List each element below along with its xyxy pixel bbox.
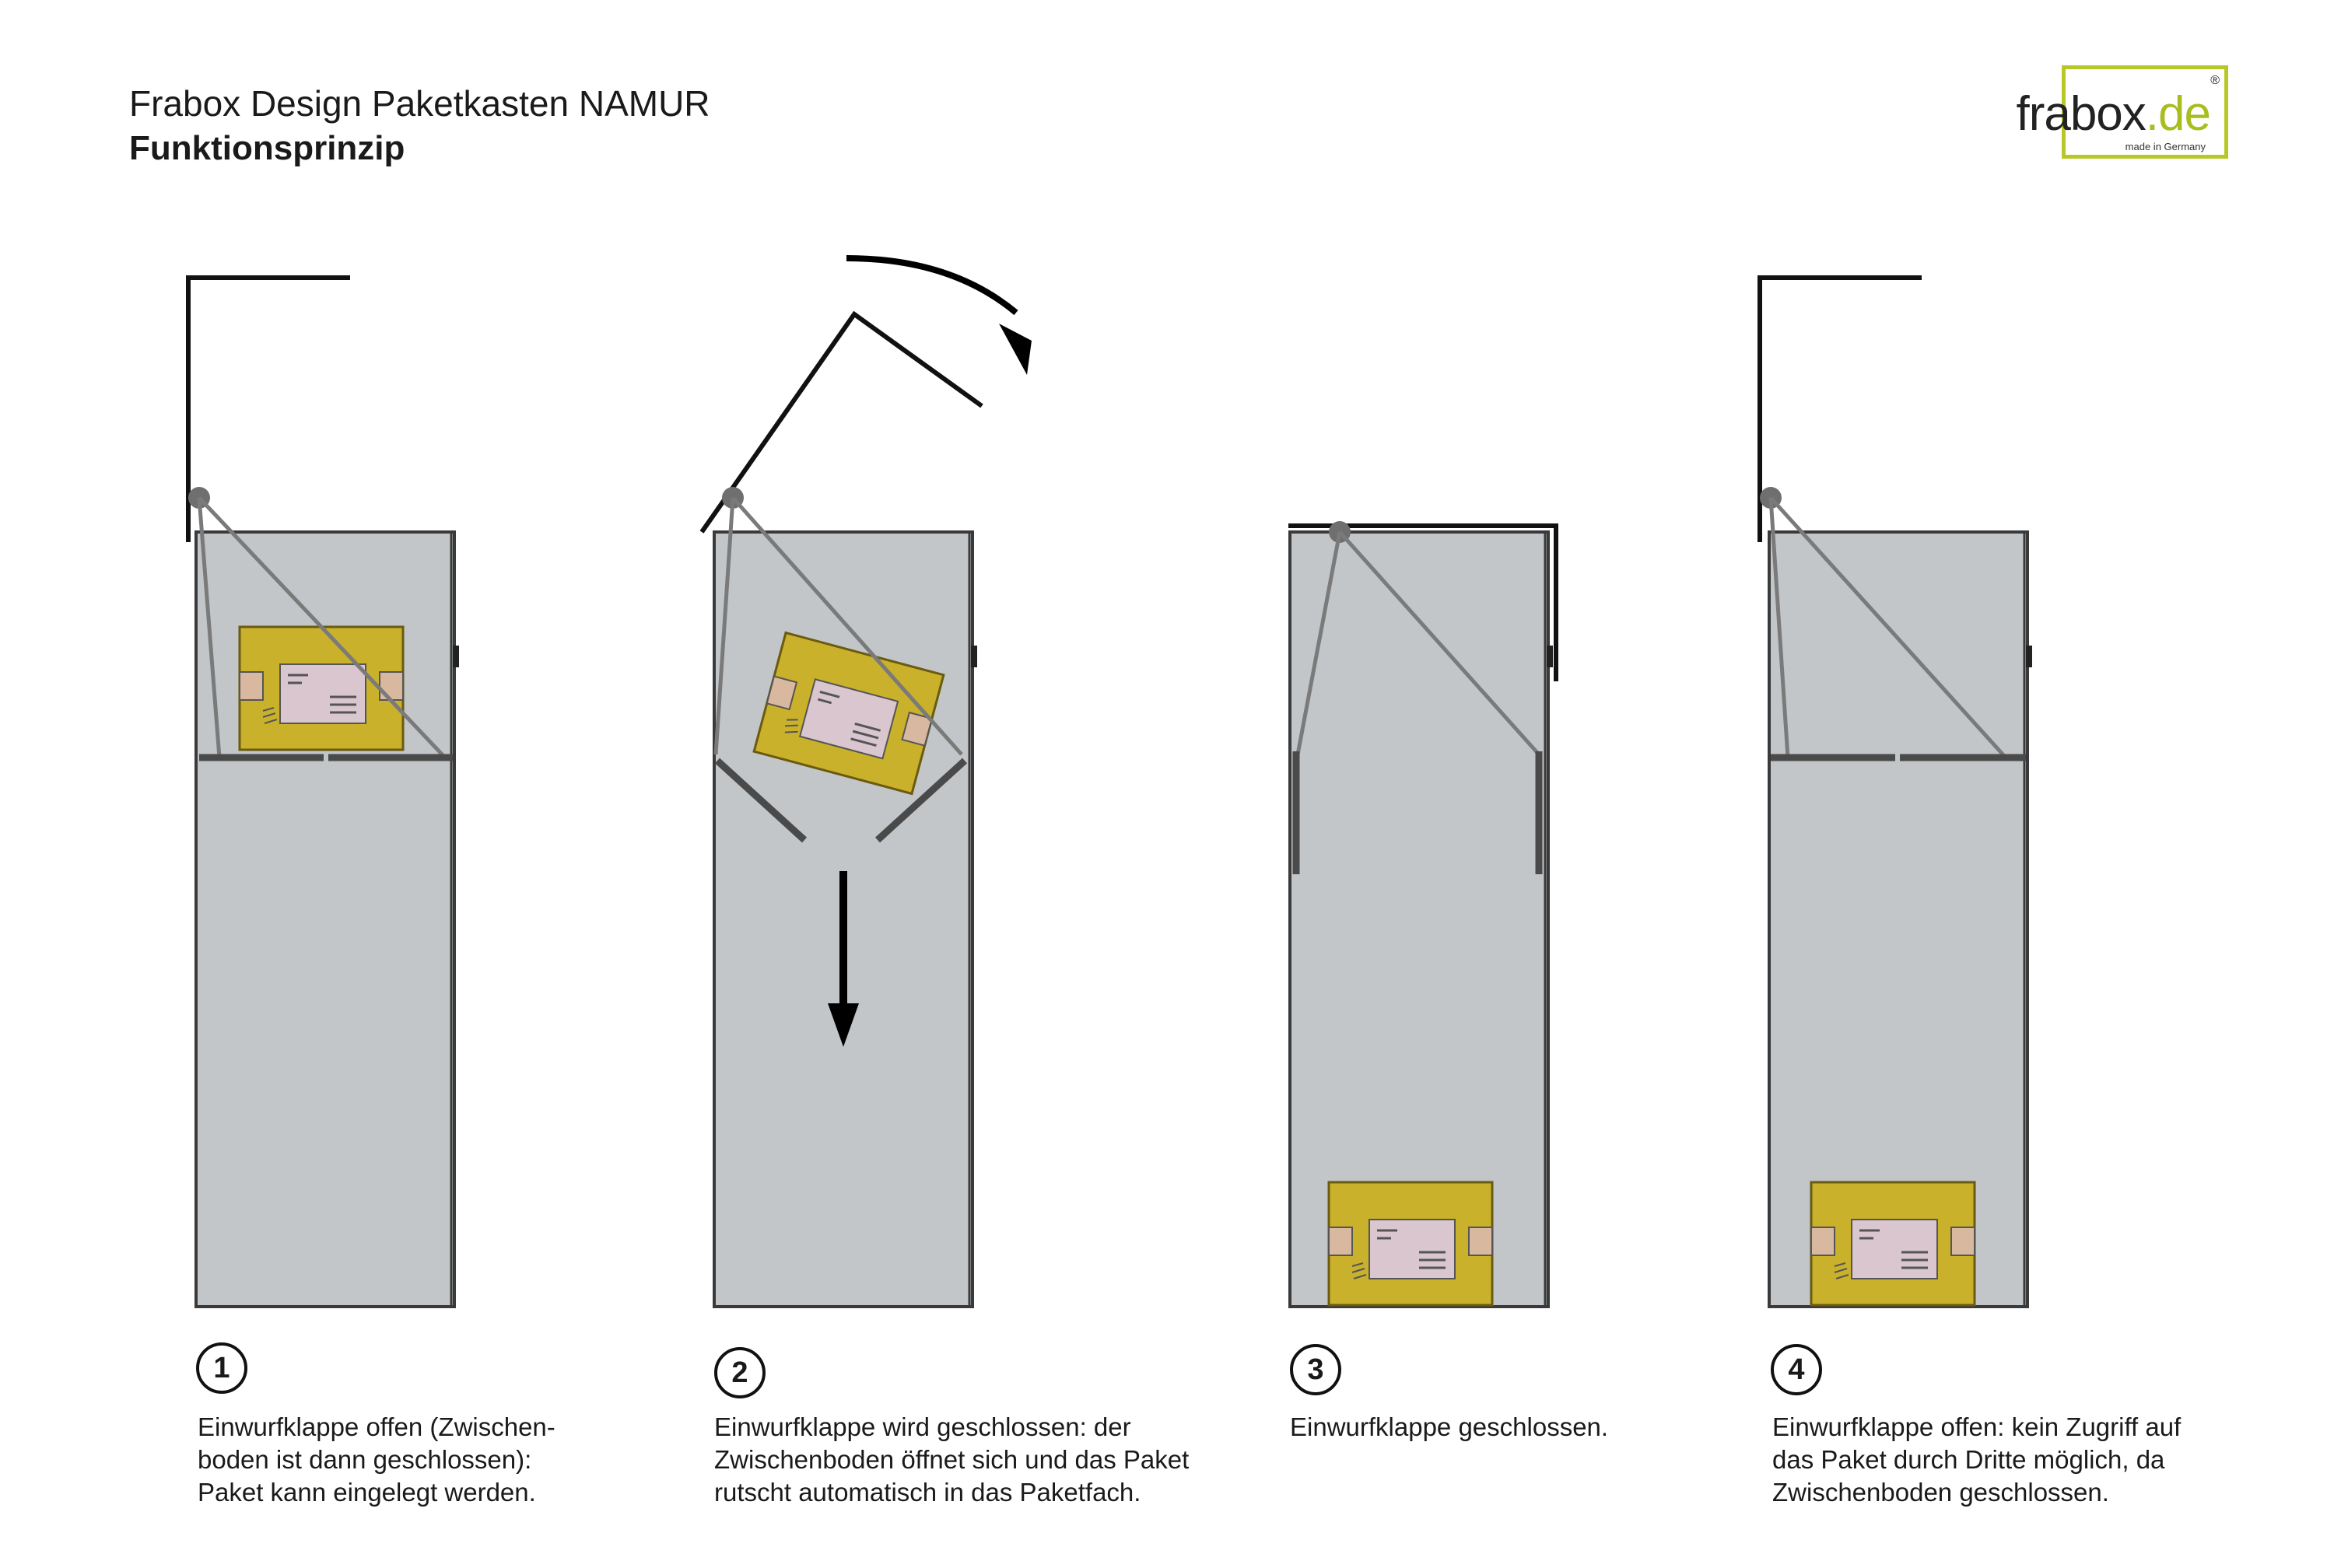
page-subtitle: Funktionsprinzip xyxy=(129,129,405,167)
caption-line: Einwurfklappe wird geschlossen: der xyxy=(714,1412,1131,1441)
caption-line: Einwurfklappe geschlossen. xyxy=(1290,1412,1609,1441)
unit-1 xyxy=(186,275,459,1308)
package xyxy=(1810,1181,1976,1307)
door-handle xyxy=(971,646,977,667)
step-caption-1: Einwurfklappe offen (Zwischen- boden ist… xyxy=(198,1411,555,1509)
closing-arrow-icon xyxy=(846,255,1018,316)
link-arm xyxy=(1769,496,2007,759)
lid-open xyxy=(186,275,350,542)
link-arm xyxy=(198,496,447,759)
down-arrow-head-icon xyxy=(828,1003,859,1047)
intermediate-floor-open xyxy=(714,758,808,843)
caption-line: Einwurfklappe offen: kein Zugriff auf xyxy=(1772,1412,2182,1441)
logo-registered-mark: ® xyxy=(2210,74,2220,87)
caption-line: Einwurfklappe offen (Zwischen- xyxy=(198,1412,555,1441)
step-number-3: 3 xyxy=(1290,1344,1341,1395)
logo-tld: .de xyxy=(2145,87,2211,141)
caption-line: das Paket durch Dritte möglich, da xyxy=(1772,1445,2165,1474)
lid-open xyxy=(1758,275,1922,542)
step-number-4: 4 xyxy=(1771,1344,1822,1395)
door-handle xyxy=(1547,646,1553,667)
intermediate-floor-open xyxy=(874,758,968,843)
door-handle xyxy=(453,646,459,667)
caption-line: Paket kann eingelegt werden. xyxy=(198,1478,536,1507)
link-arm xyxy=(1768,497,1790,758)
unit-3 xyxy=(1288,521,1558,1308)
caption-line: boden ist dann geschlossen): xyxy=(198,1445,532,1474)
link-arm xyxy=(731,496,963,756)
link-arm xyxy=(1295,531,1342,755)
link-arm xyxy=(1338,530,1540,756)
box-body xyxy=(1288,530,1550,1308)
lid-closed xyxy=(1288,523,1558,681)
step-caption-3: Einwurfklappe geschlossen. xyxy=(1290,1411,1608,1444)
logo-tagline: made in Germany xyxy=(2125,141,2206,152)
frabox-logo: ® frabox.de made in Germany xyxy=(2016,65,2228,159)
lid-closing xyxy=(699,310,983,534)
step-caption-4: Einwurfklappe offen: kein Zugriff auf da… xyxy=(1772,1411,2181,1509)
package xyxy=(1327,1181,1494,1307)
box-body xyxy=(1768,530,2029,1308)
caption-line: Zwischenboden geschlossen. xyxy=(1772,1478,2109,1507)
step-number-2: 2 xyxy=(714,1347,766,1398)
unit-2 xyxy=(699,255,1032,1308)
caption-line: Zwischenboden öffnet sich und das Paket xyxy=(714,1445,1190,1474)
closing-arrow-head-icon xyxy=(999,324,1032,375)
logo-name: frabox xyxy=(2016,87,2146,141)
unit-4 xyxy=(1758,275,2032,1308)
door-handle xyxy=(2026,646,2032,667)
logo-wordmark: frabox.de xyxy=(2016,86,2211,142)
link-arm xyxy=(713,497,735,755)
step-number-1: 1 xyxy=(196,1342,247,1394)
page-title: Frabox Design Paketkasten NAMUR xyxy=(129,83,710,124)
link-arm xyxy=(197,497,222,758)
step-caption-2: Einwurfklappe wird geschlossen: der Zwis… xyxy=(714,1411,1189,1509)
caption-line: rutscht automatisch in das Paketfach. xyxy=(714,1478,1141,1507)
